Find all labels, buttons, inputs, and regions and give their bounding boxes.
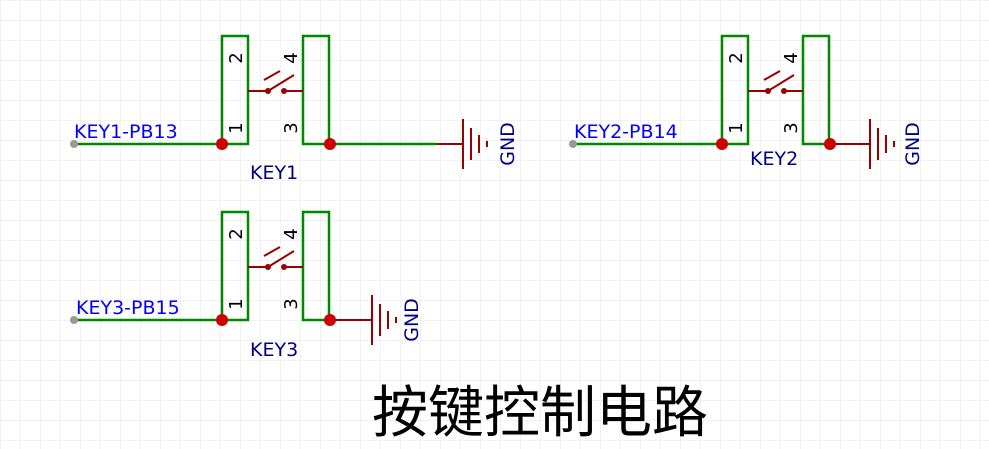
key2-pin1-junction[interactable] [716,138,728,150]
key3-contact-b [281,264,287,270]
key3-pin-4: 4 [281,228,302,239]
key3-switch-symbol [248,246,303,268]
key1-pin-2: 2 [226,52,247,63]
switch-key1[interactable]: 2 1 4 3 KEY1 [220,34,331,184]
key2-net-label: KEY2-PB14 [574,121,678,143]
key2-contact-b [781,88,787,94]
key1-input-endpoint [70,140,78,148]
key3-ground-label: GND [401,298,423,342]
diagram-title: 按键控制电路 [372,381,708,446]
key2-pin-4: 4 [781,52,802,63]
key1-contact-b [281,88,287,94]
key1-pin-4: 4 [281,52,302,63]
key1-pin-1: 1 [226,122,247,133]
key2-ground-label: GND [902,122,924,166]
key3-input-endpoint [70,316,78,324]
key3-pin-1: 1 [226,298,247,309]
key2-pin-1: 1 [726,122,747,133]
key2-pin-2: 2 [726,52,747,63]
key2-pin3-junction[interactable] [824,138,836,150]
key3-pin-2: 2 [226,228,247,239]
key1-pin-3: 3 [281,122,302,133]
key1-ground-label: GND [497,122,519,166]
key3-designator: KEY3 [250,339,298,361]
key1-pin3-junction[interactable] [324,138,336,150]
key2-input-endpoint [569,140,577,148]
key1-pin1-junction[interactable] [216,138,228,150]
switch-key3[interactable]: 2 1 4 3 KEY3 [220,210,331,361]
key3-pin-3: 3 [281,298,302,309]
key2-contact-a [765,88,771,94]
switch-key2[interactable]: 2 1 4 3 KEY2 [720,34,831,170]
key3-net-label: KEY3-PB15 [76,297,180,319]
key2-ground-icon [869,119,895,169]
key1-ground-icon [462,119,488,169]
key2-designator: KEY2 [750,148,798,170]
key1-designator: KEY1 [250,162,298,184]
key3-pin1-junction[interactable] [216,314,228,326]
key1-switch-symbol [248,70,303,92]
key3-ground-icon [371,295,397,345]
key1-contact-a [265,88,271,94]
key2-switch-symbol [748,70,803,92]
key3-contact-a [265,264,271,270]
key1-net-label: KEY1-PB13 [74,121,178,143]
key2-pin-3: 3 [781,122,802,133]
key3-pin3-junction[interactable] [324,314,336,326]
